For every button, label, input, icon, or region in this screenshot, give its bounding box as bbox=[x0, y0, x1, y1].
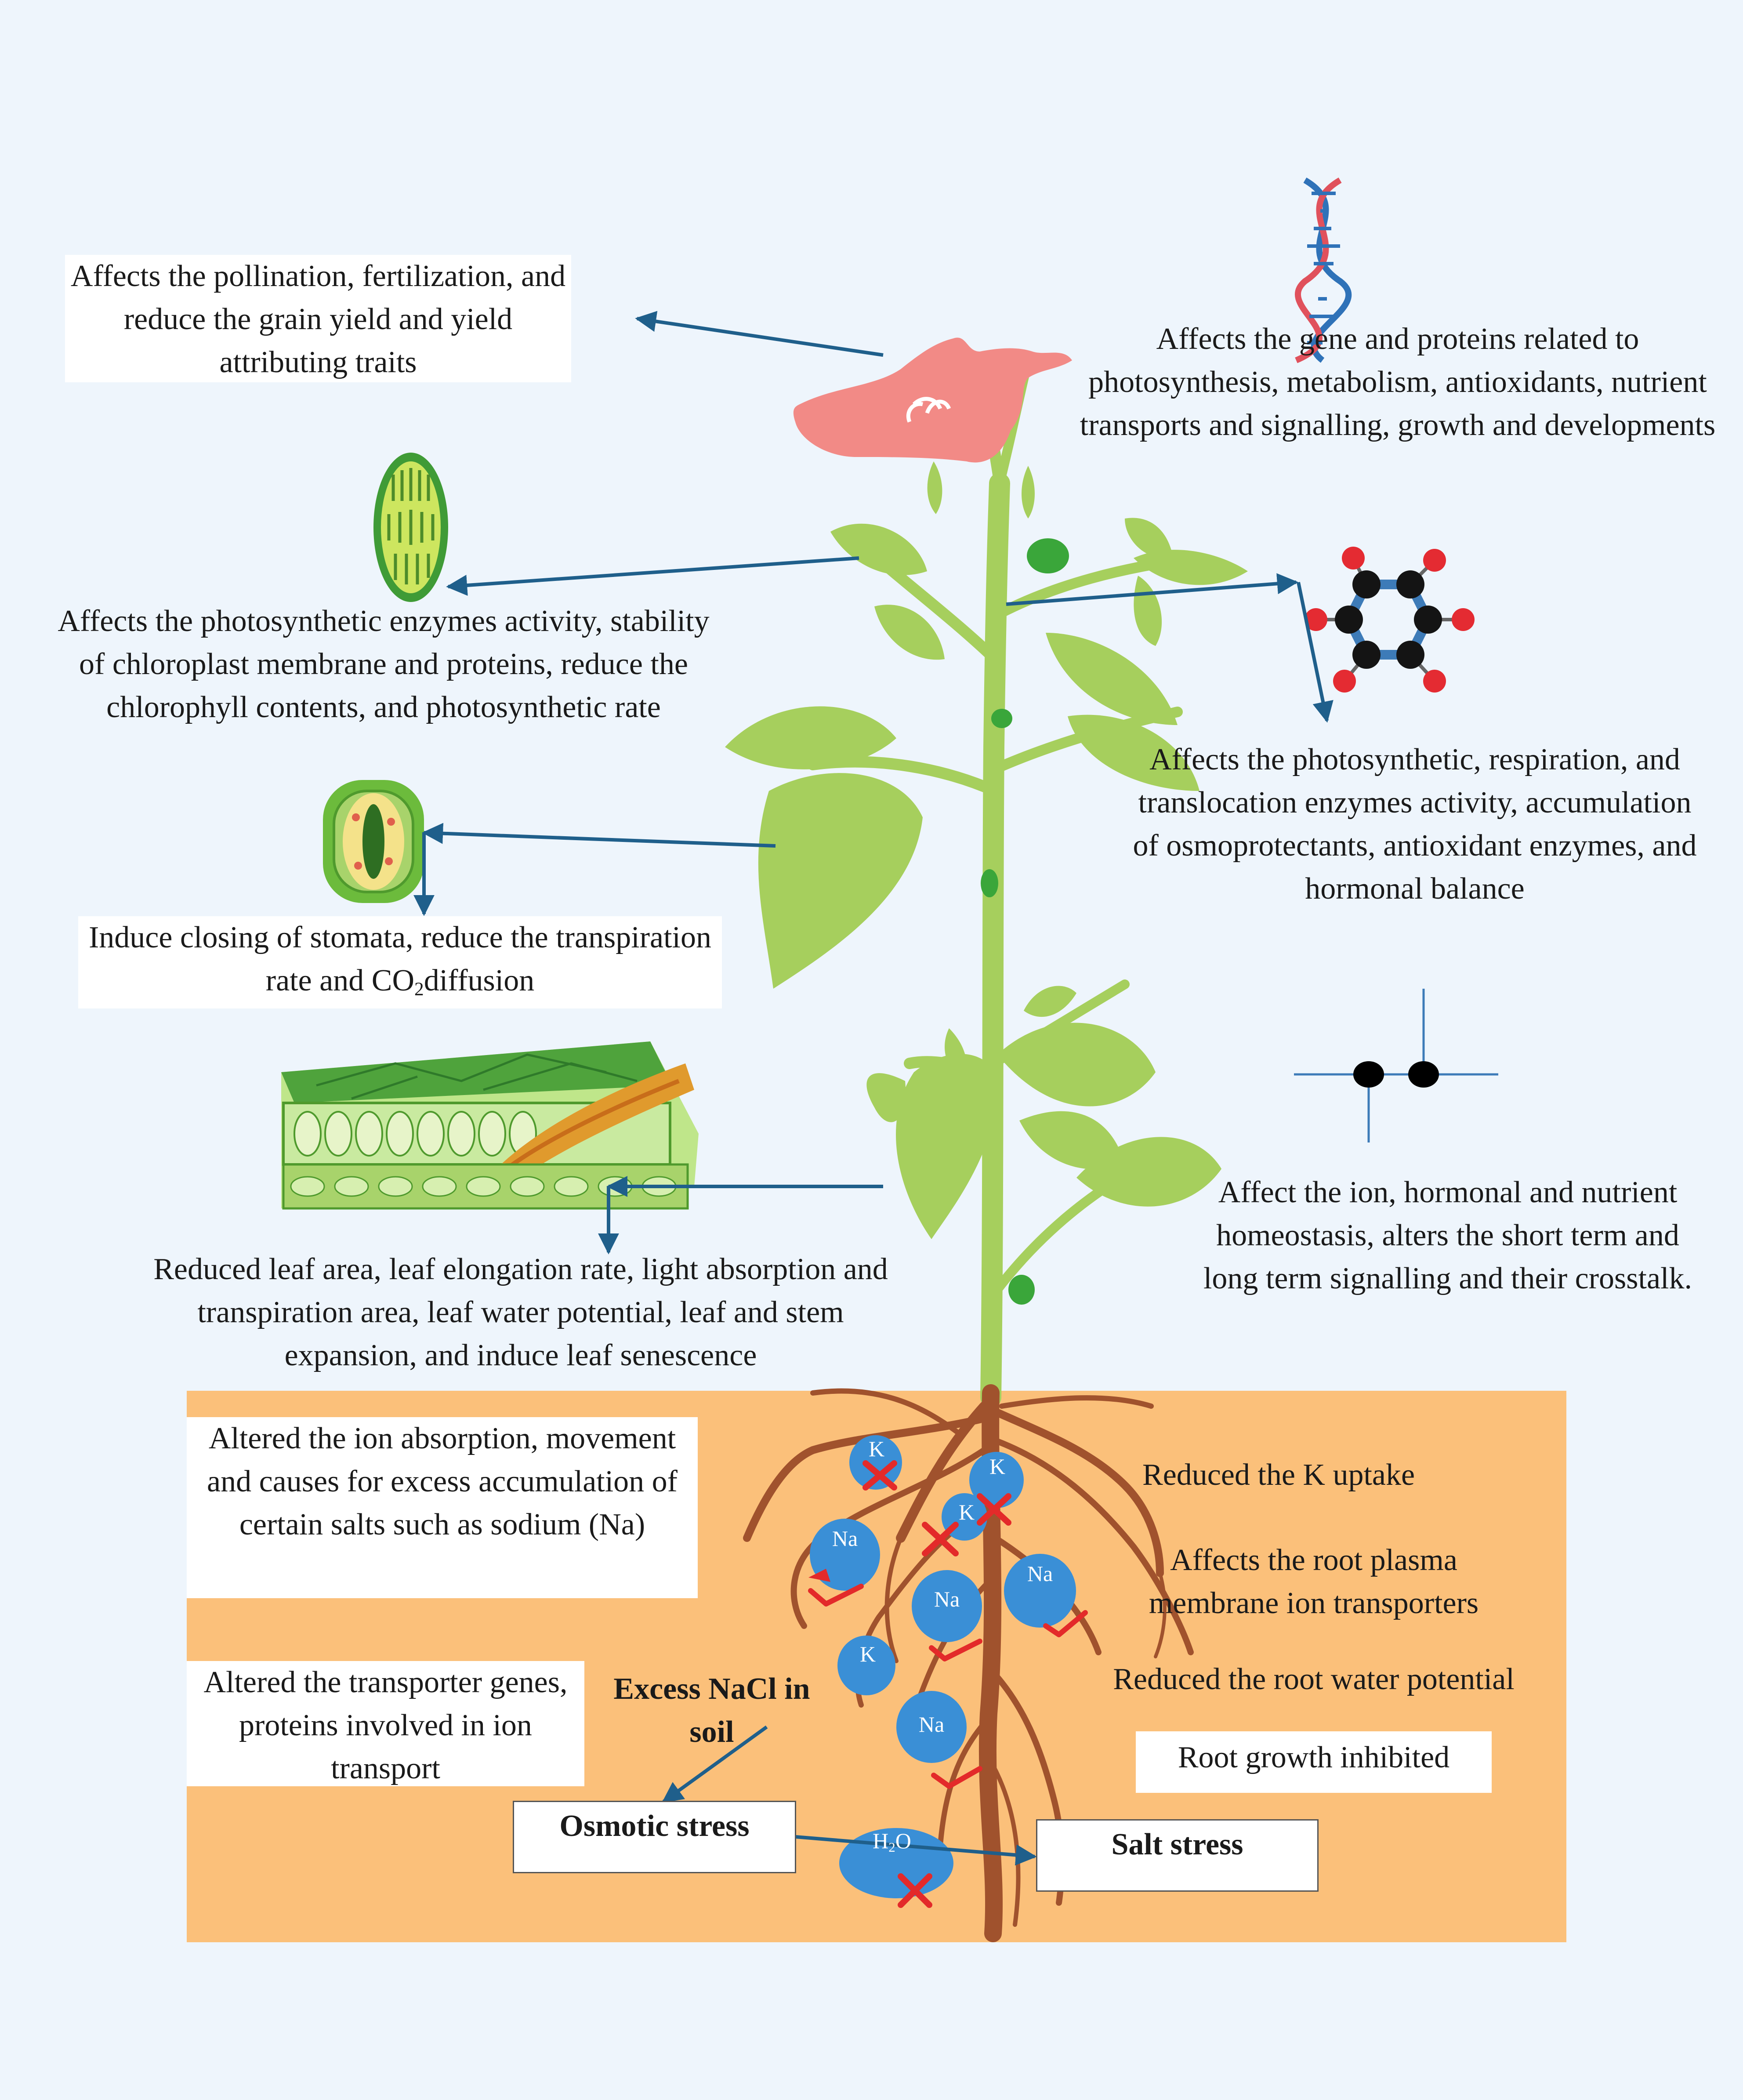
blocked-marks bbox=[862, 1460, 1011, 1908]
osmotic-stress-label: Osmotic stress bbox=[513, 1801, 796, 1873]
k-ion-label: K bbox=[859, 1642, 876, 1666]
root-growth-label: Root growth inhibited bbox=[1136, 1731, 1492, 1793]
ion-circles bbox=[810, 1435, 1076, 1898]
stomata-subscript: 2 bbox=[414, 978, 424, 1000]
h2o-o: O bbox=[895, 1828, 911, 1853]
stomata-text: Induce closing of stomata, reduce the tr… bbox=[88, 921, 712, 997]
h2o-h: H bbox=[873, 1828, 889, 1853]
stomata-icon bbox=[323, 780, 424, 903]
k-ion-label: K bbox=[989, 1454, 1006, 1479]
plant-leaves bbox=[725, 461, 1248, 1239]
na-ion bbox=[912, 1570, 982, 1642]
enzyme-effect-label: Affects the photosynthetic, respiration,… bbox=[1133, 743, 1697, 906]
chloroplast-effect-label: Affects the photosynthetic enzymes activ… bbox=[58, 604, 710, 724]
flower-icon bbox=[793, 337, 1072, 463]
plasma-membrane-label: Affects the root plasma membrane ion tra… bbox=[1149, 1543, 1479, 1620]
stomata-text-end: diffusion bbox=[424, 964, 535, 997]
flower-effect-label: Affects the pollination, fertilization, … bbox=[65, 255, 571, 382]
plant-buds bbox=[981, 538, 1069, 1305]
na-ion bbox=[1004, 1554, 1076, 1628]
excess-nacl-label: Excess NaCl in soil bbox=[613, 1672, 810, 1749]
na-ion bbox=[896, 1691, 967, 1763]
arrows bbox=[413, 311, 1334, 1866]
na-ion-label: Na bbox=[832, 1526, 858, 1551]
na-ion-label: Na bbox=[1027, 1561, 1053, 1586]
uptake-marks bbox=[808, 1569, 1088, 1789]
na-ion-label: Na bbox=[934, 1587, 960, 1611]
h2o-sub: 2 bbox=[888, 1839, 895, 1855]
k-ion bbox=[837, 1636, 895, 1695]
leaf-effect-label: Reduced leaf area, leaf elongation rate,… bbox=[153, 1252, 888, 1372]
signalling-junction-icon bbox=[1294, 989, 1498, 1142]
leaf-cross-section-icon bbox=[281, 1041, 699, 1210]
molecule-icon bbox=[1305, 547, 1475, 693]
k-ion bbox=[849, 1435, 902, 1490]
salt-stress-label: Salt stress bbox=[1036, 1819, 1319, 1892]
gene-effect-label: Affects the gene and proteins related to… bbox=[1080, 322, 1716, 442]
transporter-genes-label: Altered the transporter genes, proteins … bbox=[187, 1661, 584, 1786]
chloroplast-icon bbox=[373, 453, 448, 602]
dna-icon bbox=[1295, 177, 1352, 363]
h2o-label: H2O bbox=[861, 1828, 923, 1855]
homeostasis-effect-label: Affect the ion, hormonal and nutrient ho… bbox=[1203, 1175, 1692, 1295]
k-uptake-label: Reduced the K uptake bbox=[1142, 1458, 1415, 1492]
root-water-potential-label: Reduced the root water potential bbox=[1113, 1662, 1515, 1696]
k-ion-label: K bbox=[958, 1500, 975, 1524]
na-ion-label: Na bbox=[918, 1712, 945, 1737]
stomata-effect-label: Induce closing of stomata, reduce the tr… bbox=[78, 916, 722, 1008]
k-ion-label: K bbox=[868, 1436, 885, 1461]
ion-absorption-label: Altered the ion absorption, movement and… bbox=[187, 1417, 698, 1598]
